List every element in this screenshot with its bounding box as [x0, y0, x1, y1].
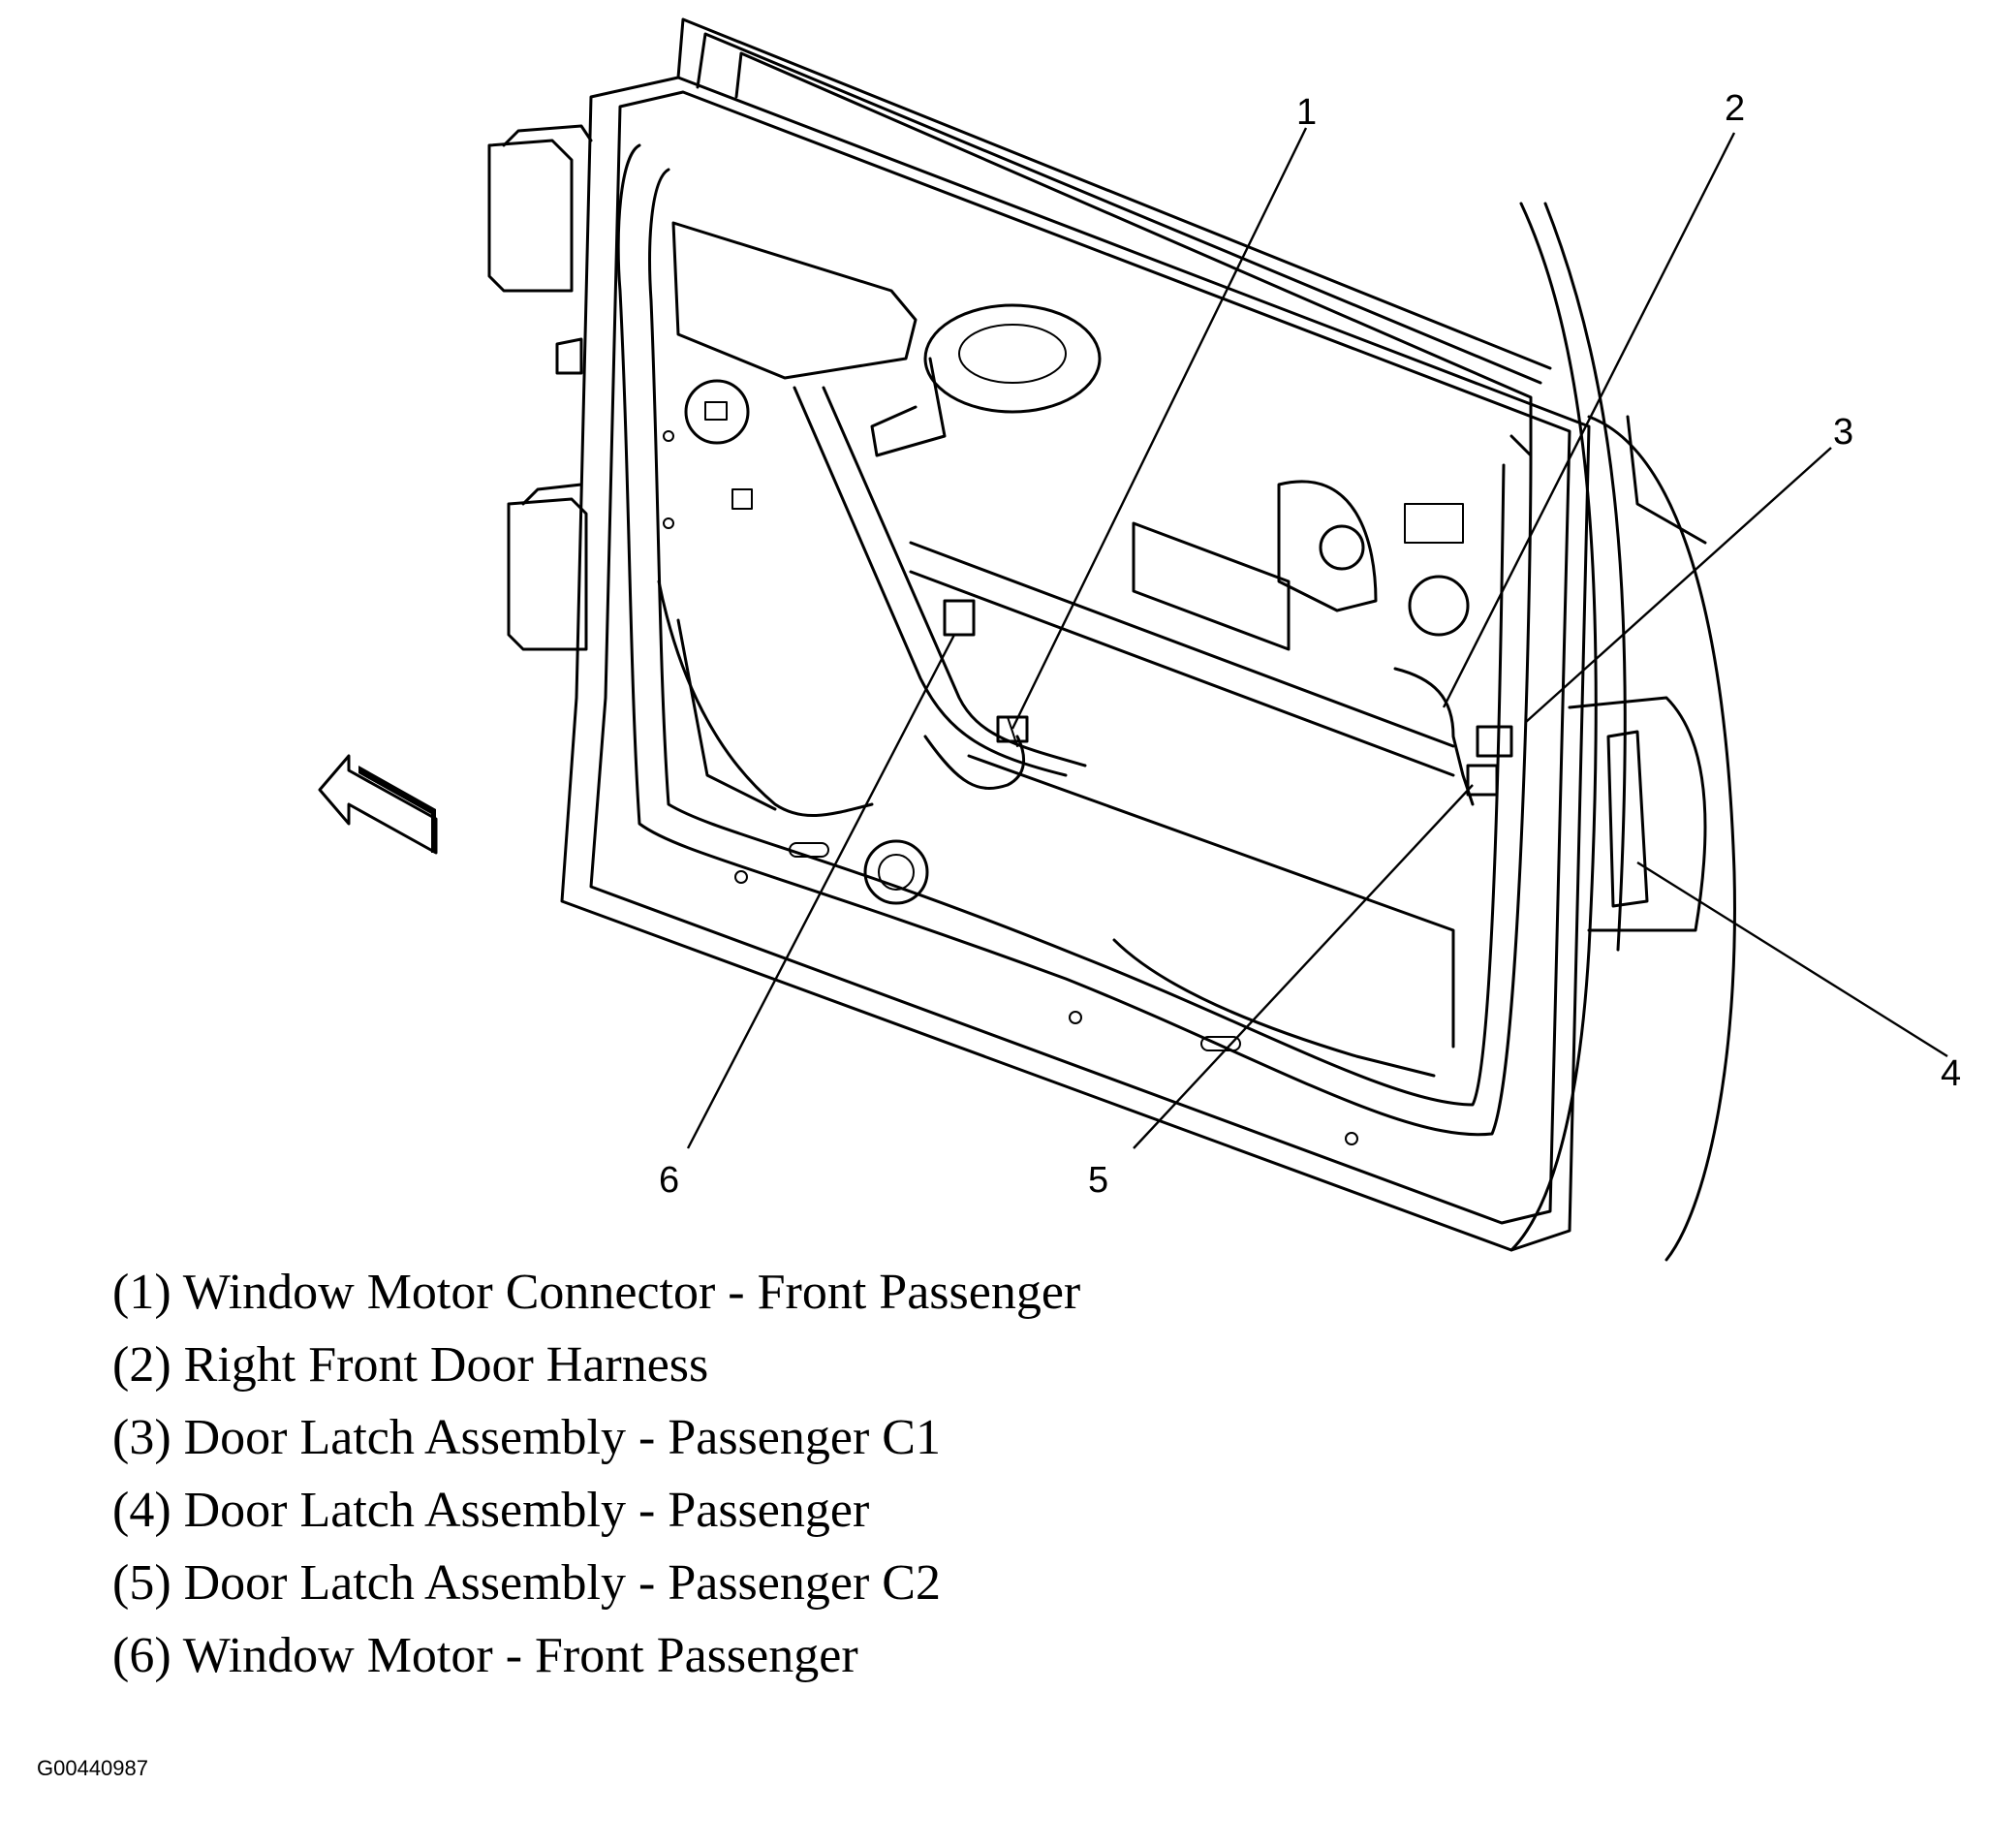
legend-item-2: (2) Right Front Door Harness — [112, 1337, 709, 1393]
legend-item-4: (4) Door Latch Assembly - Passenger — [112, 1483, 870, 1538]
legend-item-3: (3) Door Latch Assembly - Passenger C1 — [112, 1410, 941, 1465]
figure-id: G00440987 — [37, 1756, 148, 1780]
legend: (1) Window Motor Connector - Front Passe… — [112, 1256, 1080, 1692]
callout-3: 3 — [1833, 412, 1853, 453]
callout-2: 2 — [1725, 88, 1745, 129]
forward-arrow-icon — [318, 754, 438, 855]
legend-item-5: (5) Door Latch Assembly - Passenger C2 — [112, 1555, 941, 1611]
callout-4: 4 — [1941, 1053, 1961, 1094]
leader-lines — [686, 127, 1948, 1149]
hinge-blocks — [487, 124, 593, 651]
door-diagram: 1 2 3 4 5 6 — [318, 17, 1961, 1262]
callout-5: 5 — [1088, 1160, 1108, 1201]
callout-1: 1 — [1296, 92, 1317, 133]
legend-item-1: (1) Window Motor Connector - Front Passe… — [112, 1265, 1081, 1320]
callout-6: 6 — [659, 1160, 679, 1201]
door-panel — [560, 17, 1736, 1262]
legend-item-6: (6) Window Motor - Front Passenger — [112, 1628, 858, 1683]
inner-features — [657, 221, 1513, 1145]
